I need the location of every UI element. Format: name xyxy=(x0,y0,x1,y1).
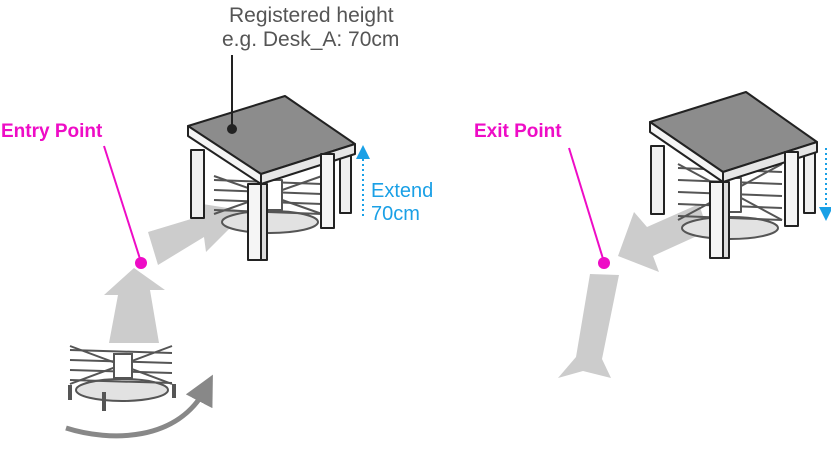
path-arrow-icon xyxy=(618,204,708,272)
registered-height-example: e.g. Desk_A: 70cm xyxy=(222,28,400,51)
rotate-arrow-icon xyxy=(65,374,213,439)
path-arrow-icon xyxy=(558,274,619,378)
extend-label: Extend xyxy=(371,180,434,202)
marker-dot-icon xyxy=(227,124,237,134)
entry-point-leader-line xyxy=(103,145,142,263)
exit-point-leader-line xyxy=(568,147,605,263)
path-arrow-icon xyxy=(148,203,247,265)
exit-point-marker xyxy=(598,257,610,269)
table-icon xyxy=(187,95,356,261)
extend-amount-label: 70cm xyxy=(371,203,420,225)
scissor-lift-robot-icon xyxy=(68,345,176,411)
registered-height-title: Registered height xyxy=(229,4,394,27)
entry-point-marker xyxy=(135,257,147,269)
exit-point-label: Exit Point xyxy=(474,121,562,142)
entry-point-label: Entry Point xyxy=(1,121,103,142)
path-arrow-icon xyxy=(104,268,165,343)
table-icon xyxy=(649,91,818,259)
